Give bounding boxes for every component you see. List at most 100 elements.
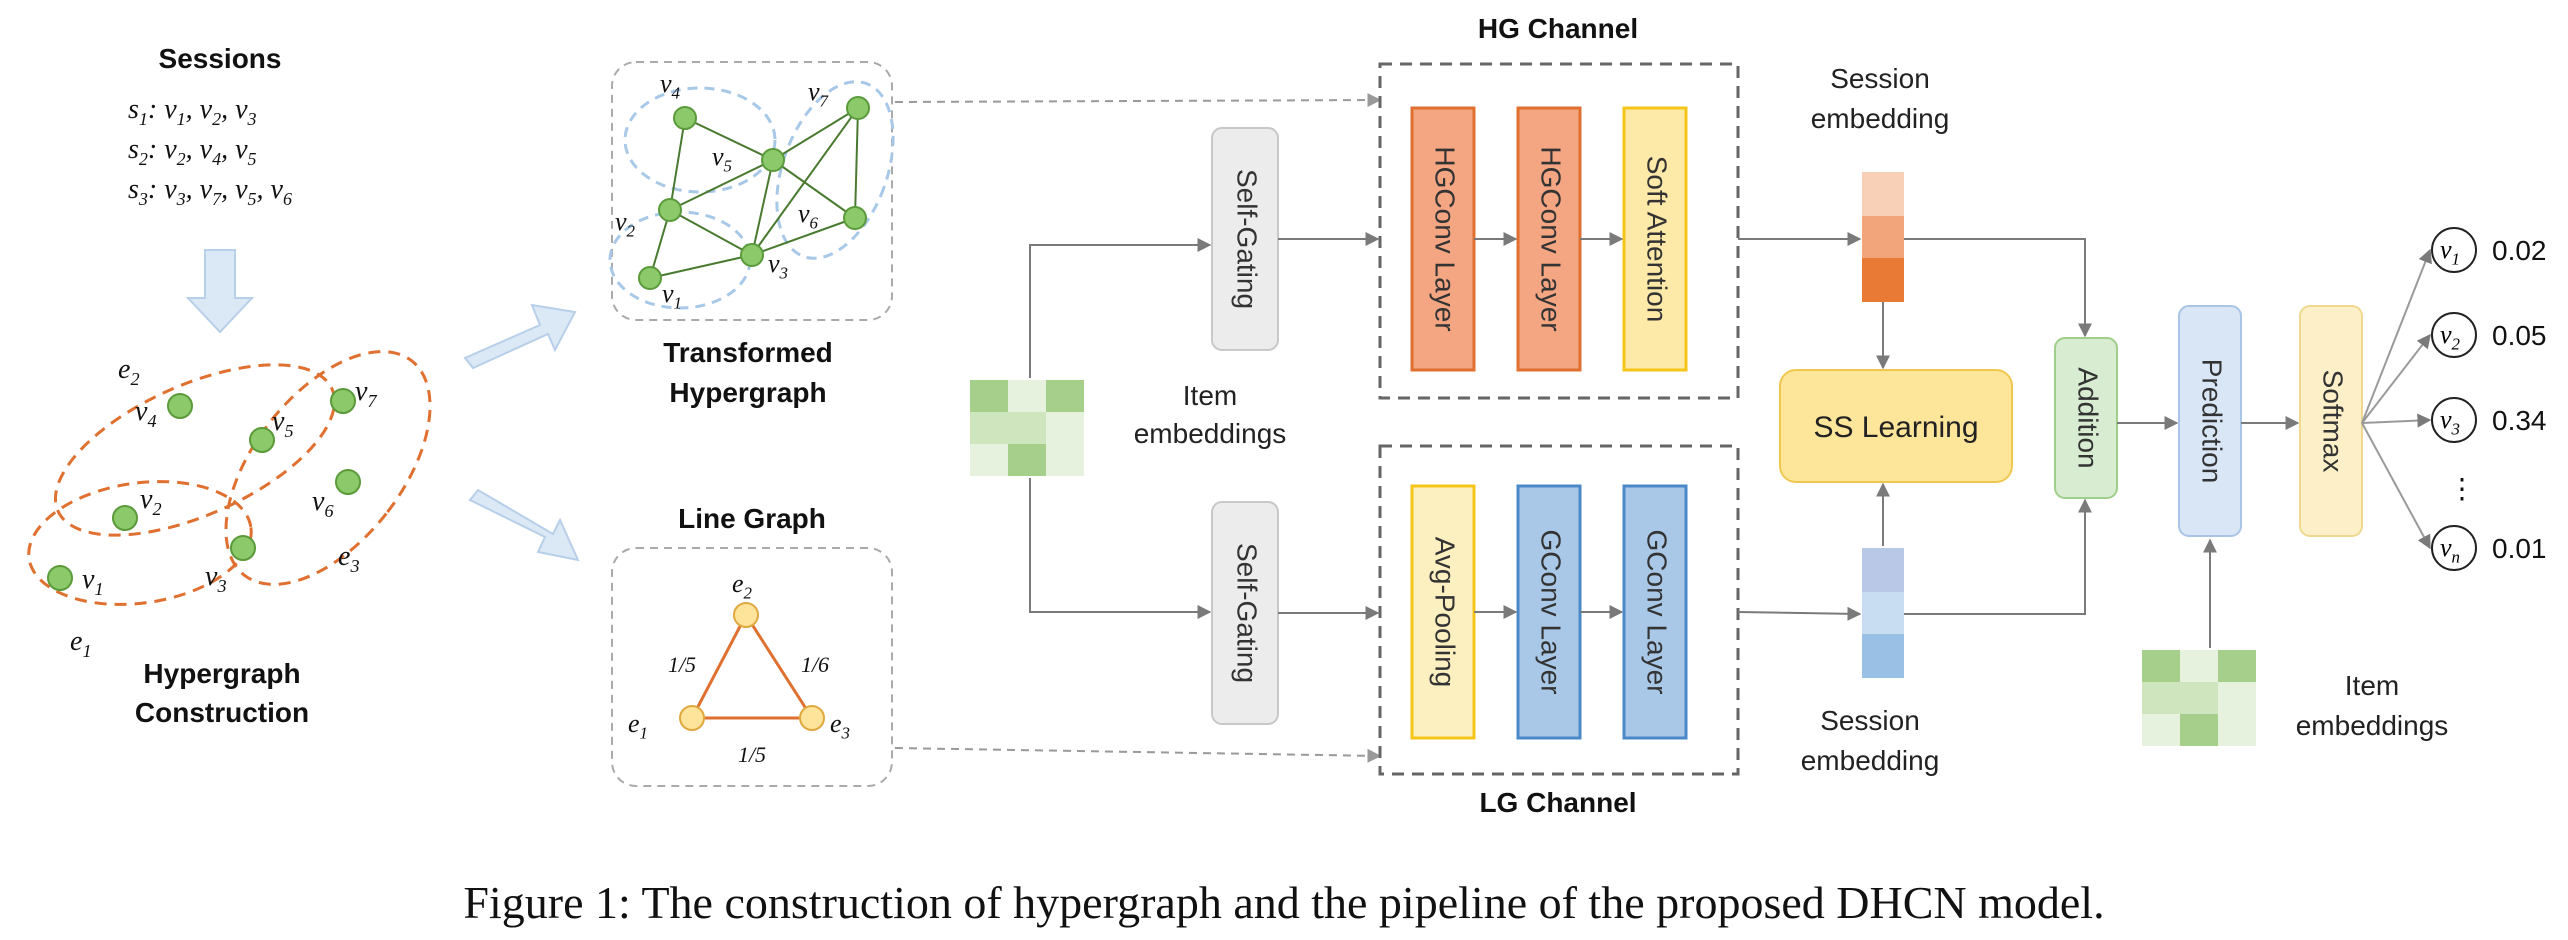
item-embeddings-right-line2: embeddings	[2296, 710, 2449, 741]
lg-label-e2: e2	[732, 569, 753, 603]
lg-node-e1	[679, 705, 705, 731]
th-hyperedge-a	[623, 86, 777, 194]
line-graph-frame	[611, 547, 893, 787]
output-node-label-3: v3	[2440, 405, 2460, 439]
th-node-v7	[846, 96, 870, 120]
ss-learning-label: SS Learning	[1813, 411, 1978, 444]
output-node-label-1: v1	[2440, 235, 2460, 269]
lg-block-2	[1622, 484, 1688, 740]
lg-channel-frame	[1378, 444, 1740, 776]
item-embeddings-label-line2: embeddings	[1134, 418, 1287, 449]
edge-label-e1: e1	[70, 626, 92, 661]
lg-block-2-label: GConv Layer	[1642, 530, 1673, 695]
node-v4	[167, 393, 193, 419]
flow-lg-to-session	[1737, 606, 1862, 621]
arrow-to-transformed-icon	[463, 303, 577, 370]
node-label-v3: v3	[205, 561, 227, 596]
self-gating-top: Self-Gating	[1211, 127, 1279, 351]
output-node-n	[2431, 525, 2477, 571]
transformed-frame	[611, 61, 893, 321]
addition-label: Addition	[2073, 367, 2104, 468]
hg-channel: HG Channel HGConv Layer HGConv Layer Sof…	[1378, 13, 1740, 400]
th-edges	[649, 107, 859, 279]
session-embedding-bottom	[1862, 548, 1904, 678]
ss-learning-box	[1779, 369, 2013, 483]
lg-channel: LG Channel Avg-Pooling GConv Layer GConv…	[1378, 444, 1740, 818]
output-score-2: 0.05	[2492, 320, 2547, 351]
node-v6	[335, 469, 361, 495]
output-node-label-2: v2	[2440, 320, 2461, 354]
output-score-3: 0.34	[2492, 405, 2547, 436]
lg-label-e3: e3	[830, 709, 850, 743]
th-label-v6: v6	[798, 199, 819, 233]
session-line-3: s3: v3, v7, v5, v6	[128, 174, 292, 209]
dashed-to-lg-channel	[894, 747, 1382, 763]
node-v2	[112, 505, 138, 531]
item-embeddings-right-line1: Item	[2345, 670, 2399, 701]
th-node-v6	[843, 206, 867, 230]
output-ellipsis: ⋮	[2448, 473, 2476, 504]
dashed-to-hg-channel	[894, 93, 1382, 108]
hg-block-2	[1516, 106, 1582, 372]
node-label-v1: v1	[82, 564, 104, 599]
lg-channel-title: LG Channel	[1479, 787, 1636, 818]
session-line-1: s1: v1, v2, v3	[128, 94, 257, 129]
transformed-title-line2: Hypergraph	[669, 377, 826, 408]
lg-weight-left: 1/5	[668, 652, 696, 677]
th-node-v1	[638, 266, 662, 290]
node-v7	[330, 388, 356, 414]
output-arrow-2	[2361, 333, 2431, 424]
th-label-v7: v7	[808, 77, 830, 111]
node-label-v7: v7	[355, 376, 377, 411]
lg-node-e3	[799, 705, 825, 731]
sessions-panel: Sessions s1: v1, v2, v3 s2: v2, v4, v5 s3:…	[128, 43, 292, 209]
output-score-1: 0.02	[2492, 235, 2547, 266]
th-label-v3: v3	[768, 249, 788, 283]
flow-grid-to-selfgating-bottom	[1029, 478, 1212, 619]
item-embeddings-label-line1: Item	[1183, 380, 1237, 411]
sessions-title: Sessions	[159, 43, 282, 74]
session-line-2: s2: v2, v4, v5	[128, 134, 257, 169]
th-node-v4	[673, 106, 697, 130]
flow-session-bottom-to-addition	[1904, 498, 2092, 615]
th-node-v2	[658, 198, 682, 222]
node-v5	[249, 427, 275, 453]
output-node-3	[2431, 397, 2477, 443]
hg-block-attention-label: Soft Attention	[1642, 156, 1673, 323]
prediction-box	[2178, 305, 2242, 537]
lg-block-avgpool	[1410, 484, 1476, 740]
session-embedding-bottom-line2: embedding	[1801, 745, 1940, 776]
lg-weight-right: 1/6	[801, 652, 829, 677]
lg-block-1	[1516, 484, 1582, 740]
output-arrow-n	[2361, 422, 2431, 550]
th-label-v5: v5	[712, 142, 732, 176]
figure-caption: Figure 1: The construction of hypergraph…	[463, 877, 2104, 928]
session-embedding-top-line2: embedding	[1811, 103, 1950, 134]
session-embedding-top-line1: Session	[1830, 63, 1930, 94]
session-lines: s1: v1, v2, v3 s2: v2, v4, v5 s3: v3, v7, …	[128, 94, 292, 209]
output-node-label-n: vn	[2440, 533, 2460, 567]
hypergraph-title-line2: Construction	[135, 697, 309, 728]
output-arrow-3	[2361, 413, 2432, 428]
lg-block-1-label: GConv Layer	[1536, 530, 1567, 695]
flow-grid-to-selfgating-top	[1029, 238, 1212, 378]
transformed-title-line1: Transformed	[663, 337, 833, 368]
item-embedding-grid-right	[2142, 650, 2256, 746]
edge-label-e2: e2	[118, 354, 140, 389]
hg-channel-title: HG Channel	[1478, 13, 1638, 44]
th-label-v2: v2	[615, 207, 636, 241]
th-label-v4: v4	[660, 69, 681, 103]
softmax-label: Softmax	[2318, 370, 2349, 473]
lg-node-e2	[733, 602, 759, 628]
node-label-v6: v6	[312, 486, 334, 521]
arrow-to-linegraph-icon	[468, 488, 580, 562]
item-embedding-grid-center	[970, 380, 1084, 476]
th-node-v3	[740, 243, 764, 267]
self-gating-bottom: Self-Gating	[1211, 501, 1279, 725]
hyperedge-e1	[27, 480, 253, 606]
